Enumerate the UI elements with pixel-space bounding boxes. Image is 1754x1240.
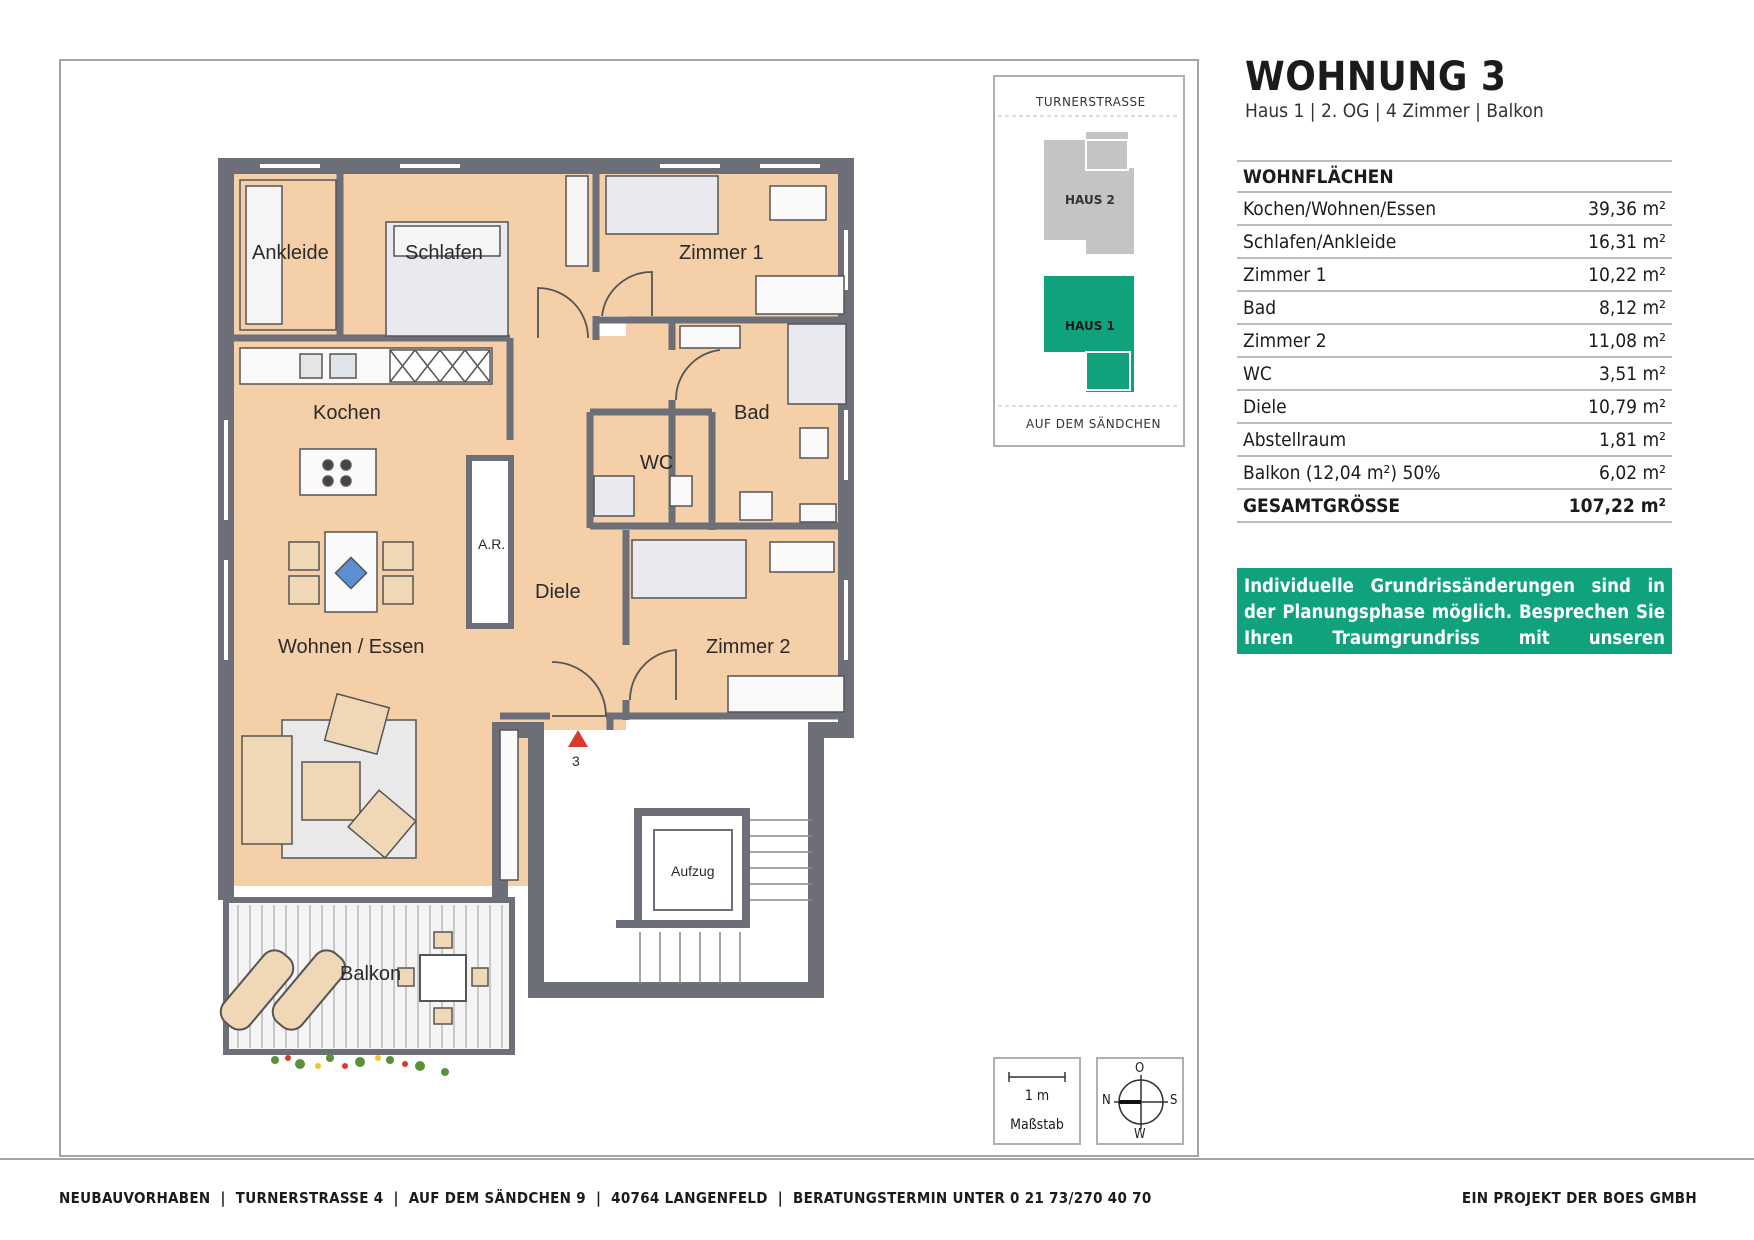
area-value: 1,81 m² [1599, 428, 1666, 451]
area-value: 10,22 m² [1588, 263, 1666, 286]
label-schlafen: Schlafen [405, 242, 483, 264]
area-value: 6,02 m² [1599, 461, 1666, 484]
compass-west-label: W [1134, 1127, 1146, 1142]
area-room: Zimmer 1 [1243, 263, 1327, 286]
area-value: 16,31 m² [1588, 230, 1666, 253]
area-row: WC 3,51 m² [1237, 358, 1672, 391]
area-row: Diele 10,79 m² [1237, 391, 1672, 424]
windows [224, 164, 848, 660]
scale-caption: Maßstab [1010, 1117, 1064, 1133]
site-map: TURNERSTRASSE AUF DEM SÄNDCHEN HAUS 2 HA… [993, 75, 1185, 447]
scale-value: 1 m [1024, 1088, 1050, 1104]
area-total-value: 107,22 m² [1568, 494, 1666, 517]
area-row: Zimmer 1 10,22 m² [1237, 259, 1672, 292]
footer-company: EIN PROJEKT DER BOES GMBH [1461, 1189, 1697, 1207]
area-row: Abstellraum 1,81 m² [1237, 424, 1672, 457]
area-row: Kochen/Wohnen/Essen 39,36 m² [1237, 193, 1672, 226]
compass: O N S W [1096, 1057, 1184, 1145]
label-abstellraum: A.R. [478, 536, 505, 552]
info-box: Individuelle Grundrissänderungen sind in… [1237, 568, 1672, 675]
sitemap-street-bottom: AUF DEM SÄNDCHEN [1026, 416, 1161, 431]
area-room: Kochen/Wohnen/Essen [1243, 197, 1437, 220]
kitchen-counter [239, 347, 493, 496]
scale-bar-icon [1008, 1072, 1066, 1082]
compass-east-label: O [1135, 1061, 1145, 1076]
bathroom-fixtures [593, 323, 847, 523]
stairs [639, 819, 812, 984]
zimmer1-furniture [605, 175, 845, 315]
area-room: Diele [1243, 395, 1287, 418]
compass-south-label: S [1170, 1093, 1178, 1108]
label-wohnen-essen: Wohnen / Essen [278, 636, 424, 658]
sitemap-haus2-label: HAUS 2 [1065, 193, 1115, 207]
zimmer2-furniture [631, 539, 845, 713]
haus2-block [1044, 132, 1134, 254]
sitemap-street-top: TURNERSTRASSE [1035, 95, 1146, 109]
bedroom-furniture [239, 175, 589, 337]
haus1-block [1044, 276, 1134, 392]
label-zimmer1: Zimmer 1 [679, 242, 763, 264]
area-value: 3,51 m² [1599, 362, 1666, 385]
compass-rose-icon [1114, 1075, 1168, 1129]
scale-indicator: 1 m Maßstab [993, 1057, 1081, 1145]
apartment-title: WOHNUNG 3 [1245, 54, 1507, 100]
label-entrance-number: 3 [572, 753, 580, 769]
area-room: Zimmer 2 [1243, 329, 1327, 352]
label-aufzug: Aufzug [671, 863, 715, 879]
dining-table [288, 531, 414, 613]
floorplan-frame: Ankleide Schlafen Zimmer 1 Kochen Bad WC… [59, 59, 1199, 1157]
area-room: Balkon (12,04 m²) 50% [1243, 461, 1441, 484]
apartment-subtitle: Haus 1 | 2. OG | 4 Zimmer | Balkon [1245, 100, 1544, 122]
floorplan: Ankleide Schlafen Zimmer 1 Kochen Bad WC… [218, 75, 1185, 1076]
label-kochen: Kochen [313, 402, 381, 424]
area-value: 39,36 m² [1588, 197, 1666, 220]
area-value: 8,12 m² [1599, 296, 1666, 319]
area-room: Schlafen/Ankleide [1243, 230, 1397, 253]
entrance-marker-icon [568, 730, 588, 747]
label-wc: WC [640, 452, 673, 474]
area-total-row: GESAMTGRÖSSE 107,22 m² [1237, 490, 1672, 523]
area-room: WC [1243, 362, 1272, 385]
area-table-title: WOHNFLÄCHEN [1243, 165, 1394, 188]
area-value: 11,08 m² [1588, 329, 1666, 352]
footer-address: NEUBAUVORHABEN | TURNERSTRASSE 4 | AUF D… [59, 1189, 1152, 1207]
living-furniture [241, 692, 519, 881]
area-row: Bad 8,12 m² [1237, 292, 1672, 325]
area-table-header: WOHNFLÄCHEN [1237, 160, 1672, 193]
area-room: Abstellraum [1243, 428, 1347, 451]
doors [537, 271, 721, 717]
footer-divider [0, 1158, 1754, 1160]
area-row: Balkon (12,04 m²) 50% 6,02 m² [1237, 457, 1672, 490]
area-room: Bad [1243, 296, 1277, 319]
label-diele: Diele [535, 581, 581, 603]
area-row: Schlafen/Ankleide 16,31 m² [1237, 226, 1672, 259]
area-value: 10,79 m² [1588, 395, 1666, 418]
area-total-label: GESAMTGRÖSSE [1243, 494, 1401, 517]
label-bad: Bad [734, 402, 770, 424]
storage-room [466, 455, 514, 629]
balcony-area [219, 897, 515, 1076]
elevator [616, 808, 750, 928]
compass-north-label: N [1102, 1093, 1111, 1108]
area-row: Zimmer 2 11,08 m² [1237, 325, 1672, 358]
label-balkon: Balkon [340, 963, 401, 985]
label-ankleide: Ankleide [252, 242, 329, 264]
label-zimmer2: Zimmer 2 [706, 636, 790, 658]
sitemap-haus1-label: HAUS 1 [1065, 319, 1115, 333]
